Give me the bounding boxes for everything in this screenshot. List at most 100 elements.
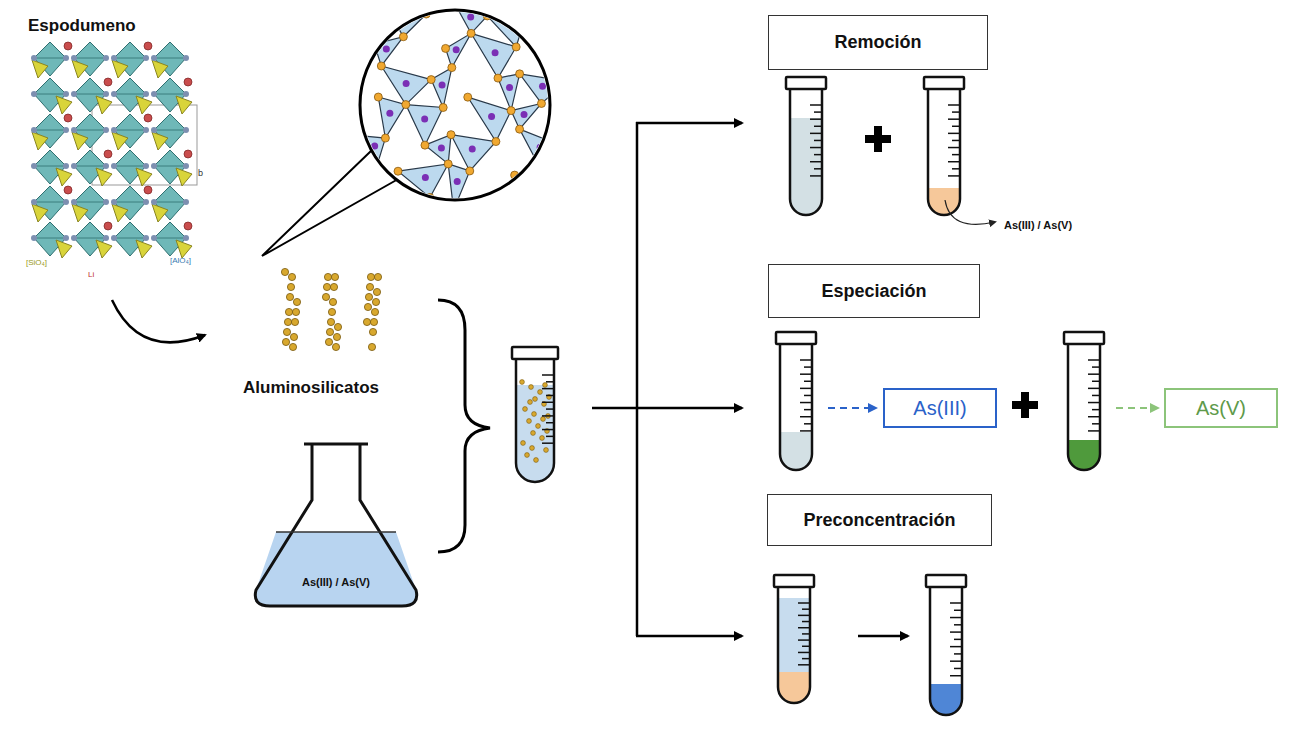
scale-tick [1088,359,1100,361]
oxygen-atom [103,163,109,169]
box-label: As(III) [913,397,966,420]
scale-tick [950,660,962,662]
lithium-atom [104,78,112,86]
particle [536,424,541,429]
oxygen-atom [143,91,149,97]
stroke [74,94,106,95]
stroke [34,130,66,131]
stroke [114,166,146,167]
oxygen-atom [71,55,77,61]
scale-tick [800,373,812,375]
particle [284,318,291,325]
oxygen-atom [524,4,532,12]
oxygen-atom [143,163,149,169]
scale-tick [546,422,554,424]
sio4-tetrahedron [96,240,112,258]
oxygen-atom [151,235,157,241]
liquid [788,118,824,217]
particles [281,268,381,350]
particle [331,273,338,280]
oxygen-atom [450,0,458,6]
oxygen-atom [448,64,456,72]
oxygen-atom [421,141,429,149]
center-atom [403,80,410,87]
particle [324,273,331,280]
oxygen-atom [492,138,500,146]
scale-tick [804,395,812,397]
arrow [592,407,742,410]
particle [528,400,533,405]
tube-body [930,587,962,715]
oxygen-atom [381,134,389,142]
oxygen-atom [103,235,109,241]
oxygen-atom [512,43,520,51]
liquid-level [276,531,396,533]
tetrahedron [543,37,569,81]
material-label: Aluminosilicatos [243,378,379,398]
tetrahedron [520,129,562,167]
particle [525,453,530,458]
scale-tick [800,388,812,390]
box-label: Especiación [821,281,926,302]
particle [531,431,536,436]
oxygen-atom [464,93,472,101]
tetrahedron [515,167,540,195]
sio4-tetrahedron [176,240,192,258]
tetrahedron [471,33,516,78]
particle [534,458,539,463]
particle [333,333,340,340]
oxygen-atom [71,91,77,97]
particle [529,385,534,390]
sio4-tetrahedron [56,240,72,258]
oxygen-atom [356,11,364,19]
scale-tick [814,126,822,128]
scale-tick [954,653,962,655]
solution-label: As(III) / As(V) [302,576,370,588]
scale-tick [804,423,812,425]
test-tubes [512,77,1104,717]
oxygen-atom [394,167,402,175]
stroke [114,58,146,59]
tetrahedron [451,135,496,171]
scale-tick [954,668,962,670]
scale-tick [542,374,554,376]
oxygen-atom [63,163,69,169]
oxygen-atom [539,33,547,41]
scale-tick [804,409,812,411]
particle [293,298,300,305]
stroke [74,238,106,239]
scale-tick [950,631,962,633]
oxygen-atom [467,29,475,37]
oxygen-atom [63,55,69,61]
branch-line [636,122,639,636]
center-atom [537,144,544,151]
scale-tick [802,658,810,660]
center-atom [539,83,546,90]
test-tube [1064,332,1104,472]
stroke [154,202,186,203]
oxygen-atom [357,132,365,140]
center-atom [438,144,445,151]
oxygen-atom [444,160,452,168]
particle [523,407,528,412]
tetrahedron [540,167,576,204]
center-atom [522,176,529,183]
particle [290,333,297,340]
particle [372,298,379,305]
tetrahedron [360,8,387,44]
scale-tick [814,154,822,156]
oxygen-atom [63,91,69,97]
oxygen-atom [103,127,109,133]
scale-tick [952,168,960,170]
particle [543,383,548,388]
sio4-tetrahedron [152,204,168,222]
particle [533,397,538,402]
sio4-tetrahedron [152,60,168,78]
scale-tick [804,381,812,383]
scale-tick [802,646,810,648]
sio4-tetrahedron [32,132,48,150]
oxygen-atom [111,163,117,169]
oxygen-atom [111,91,117,97]
sio4-tetrahedron [96,168,112,186]
oxygen-atom [565,41,573,49]
